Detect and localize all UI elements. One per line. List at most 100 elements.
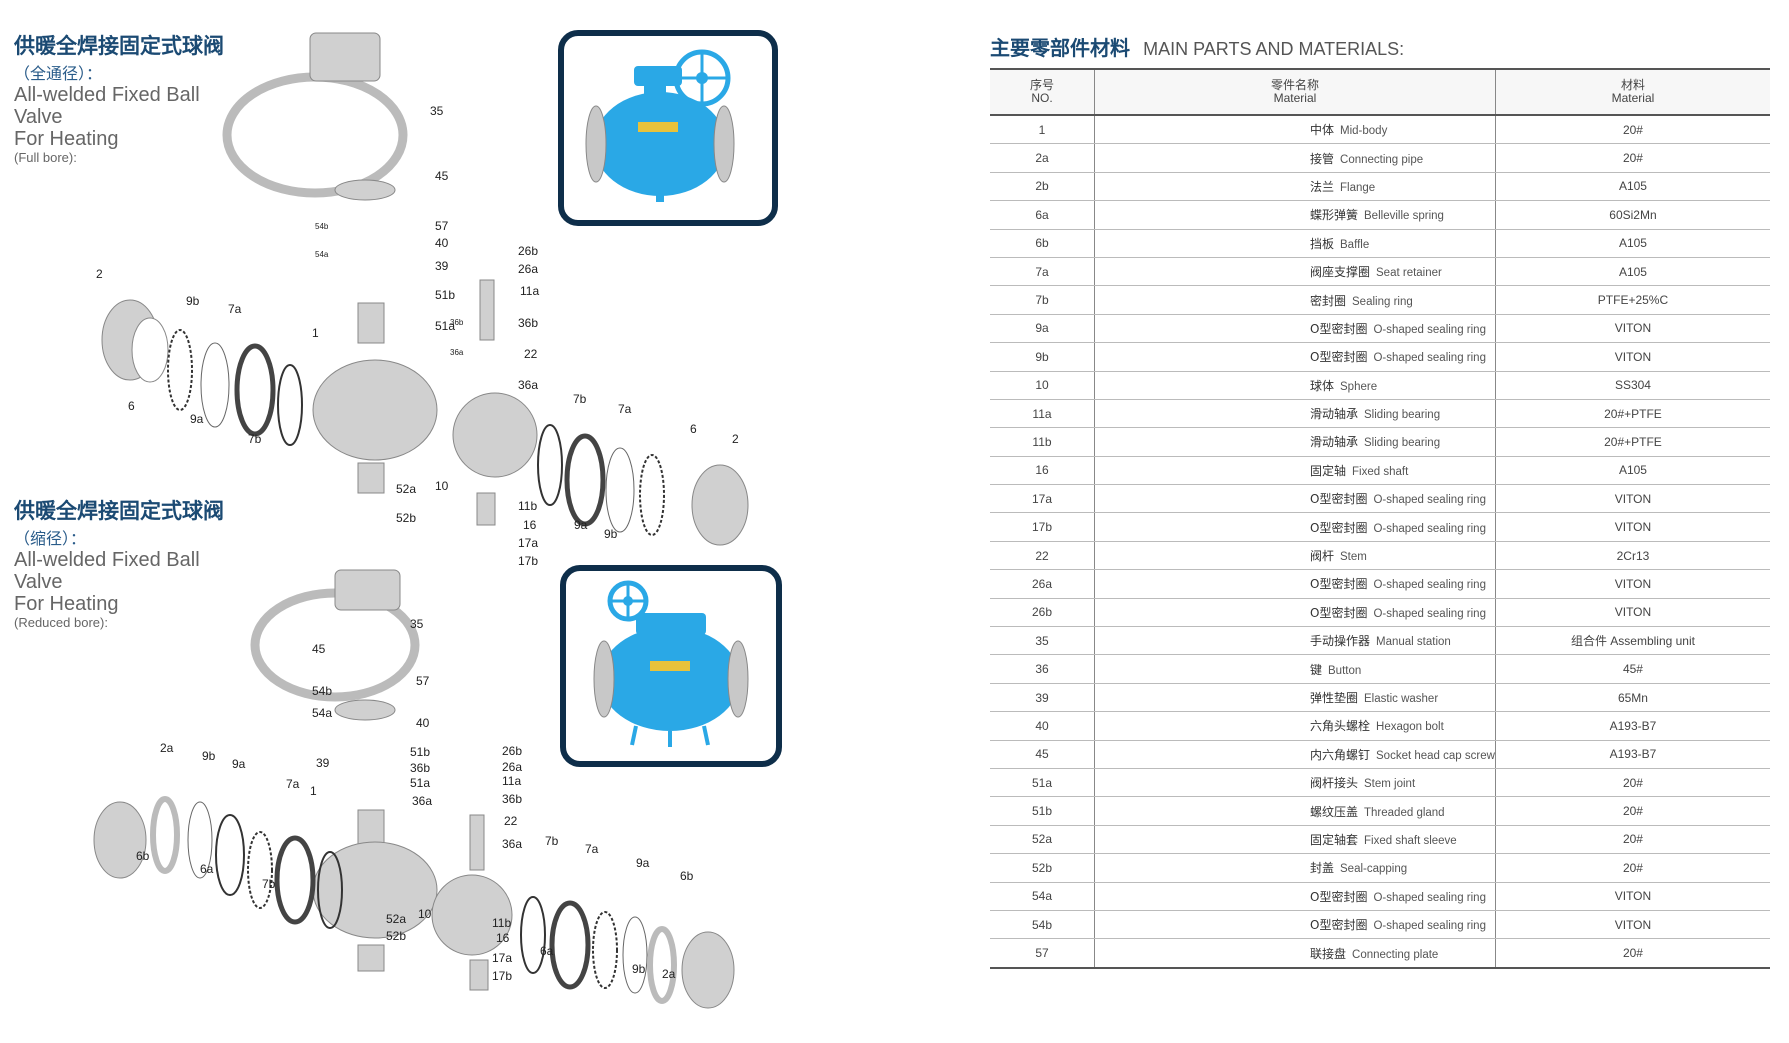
r-callout-54a: 54a (312, 706, 332, 720)
cell-material: A105 (1495, 172, 1770, 202)
r-callout-17b: 17b (492, 969, 512, 983)
r-callout-35: 35 (410, 617, 424, 631)
callout-54a: 54a (315, 250, 329, 259)
callout-35: 35 (430, 104, 444, 118)
r-callout-9a-right: 9a (636, 856, 650, 870)
part-name-cn: 手动操作器 (1310, 634, 1371, 649)
part-name-en: Belleville spring (1364, 210, 1444, 223)
r-callout-51b: 51b (410, 745, 430, 759)
cell-no: 35 (990, 626, 1095, 656)
cell-material: 45# (1495, 654, 1770, 684)
part-name-en: Socket head cap screw (1376, 749, 1495, 762)
part-name-cn: O型密封圈 (1310, 520, 1368, 535)
callout-26b: 26b (518, 244, 538, 258)
parts-table-heading: 主要零部件材料 MAIN PARTS AND MATERIALS: (990, 32, 1404, 61)
cell-no: 7a (990, 257, 1095, 287)
r-callout-1: 1 (310, 784, 317, 798)
reduced-bore-title-cn: 供暖全焊接固定式球阀 (14, 499, 224, 523)
reduced-bore-valve-photo (560, 565, 782, 767)
cell-no: 52b (990, 853, 1095, 883)
full-bore-label: (Full bore): (14, 150, 77, 165)
r-callout-22: 22 (504, 814, 518, 828)
r-callout-6a: 6a (200, 862, 214, 876)
cell-material: 20#+PTFE (1495, 427, 1770, 457)
callout-17a: 17a (518, 536, 538, 550)
reduced-bore-exploded-diagram: 35 45 57 54b 40 54a 39 51b 36b 51a 36a 2… (93, 569, 735, 1009)
callout-9b: 9b (186, 294, 200, 308)
part-name-cn: O型密封圈 (1310, 321, 1368, 336)
part-name-cn: 六角头螺栓 (1310, 719, 1371, 734)
r-callout-9b: 9b (202, 749, 216, 763)
parts-table-title-en: MAIN PARTS AND MATERIALS: (1143, 39, 1405, 59)
part-name-cn: O型密封圈 (1310, 605, 1368, 620)
callout-7a: 7a (228, 302, 242, 316)
part-name-en: Connecting plate (1352, 948, 1439, 961)
cell-material: 2Cr13 (1495, 541, 1770, 571)
reduced-bore-callouts: 35 45 57 54b 40 54a 39 51b 36b 51a 36a 2… (136, 617, 694, 983)
cell-material: 20# (1495, 853, 1770, 883)
callout-6: 6 (128, 399, 135, 413)
cell-material: 20# (1495, 143, 1770, 173)
part-name-en: Flange (1340, 181, 1376, 194)
part-name-cn: 法兰 (1310, 179, 1335, 194)
reduced-bore-title-en-line1: All-welded Fixed Ball Valve (14, 549, 200, 593)
callout-36a: 36a (518, 378, 538, 392)
cell-material: VITON (1495, 314, 1770, 344)
part-name-en: O-shaped sealing ring (1373, 323, 1486, 336)
cell-material: SS304 (1495, 371, 1770, 400)
r-callout-26a: 26a (502, 760, 522, 774)
cell-material: PTFE+25%C (1495, 285, 1770, 315)
cell-material: VITON (1495, 910, 1770, 940)
r-callout-2a: 2a (160, 741, 174, 755)
reduced-bore-subtitle-cn: （缩径）： (14, 529, 87, 548)
callout-26a: 26a (518, 262, 538, 276)
cell-no: 57 (990, 938, 1095, 969)
part-name-en: O-shaped sealing ring (1373, 579, 1486, 592)
r-callout-45: 45 (312, 642, 326, 656)
callout-36b: 36b (518, 316, 538, 330)
cell-material: 20# (1495, 796, 1770, 826)
r-callout-36a: 36a (502, 837, 522, 851)
part-name-cn: O型密封圈 (1310, 889, 1368, 904)
part-name-cn: 滑动轴承 (1310, 435, 1359, 450)
part-name-en: O-shaped sealing ring (1373, 352, 1486, 365)
part-name-cn: 弹性垫圈 (1310, 691, 1359, 705)
part-name-cn: 密封圈 (1310, 293, 1347, 308)
part-name-en: Seat retainer (1376, 267, 1442, 280)
cell-material: A193-B7 (1495, 740, 1770, 769)
cell-no: 36 (990, 654, 1095, 684)
cell-material: VITON (1495, 512, 1770, 542)
